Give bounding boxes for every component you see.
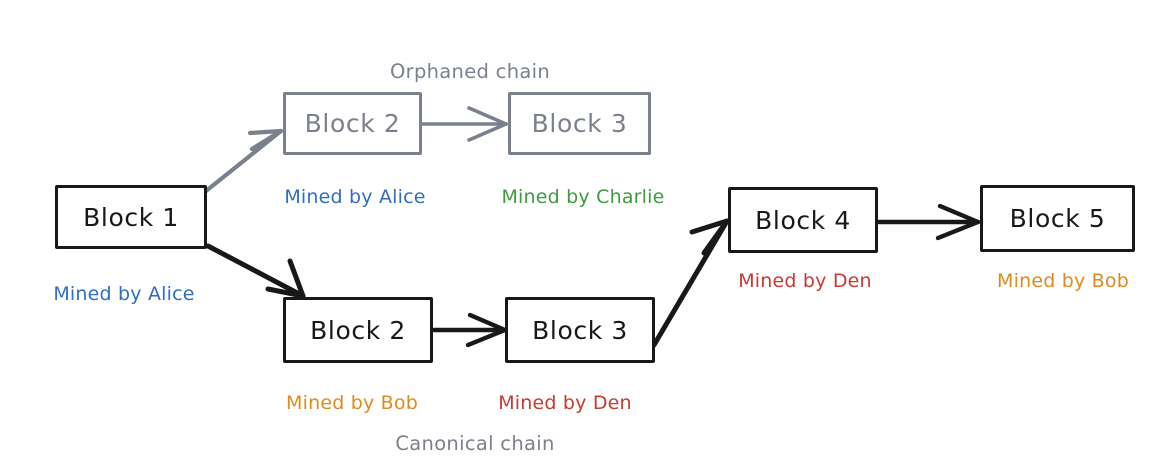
orphan-block-2-label: Block 2	[304, 109, 401, 138]
orphan-block-2[interactable]: Block 2	[283, 92, 422, 155]
block-3-label: Block 3	[532, 315, 628, 345]
canonical-chain-caption: Canonical chain	[395, 432, 555, 455]
block-3[interactable]: Block 3	[505, 297, 655, 363]
block-2[interactable]: Block 2	[283, 297, 433, 363]
miner-label-block-4: Mined by Den	[738, 270, 872, 292]
orphan-block-3-label: Block 3	[531, 109, 628, 138]
block-2-label: Block 2	[310, 315, 406, 345]
miner-label-orphan-block-3: Mined by Charlie	[501, 186, 665, 208]
block-1-label: Block 1	[83, 202, 179, 232]
arrow-block2-to-block3	[431, 312, 508, 348]
block-4-label: Block 4	[755, 205, 851, 235]
block-5-label: Block 5	[1009, 204, 1106, 233]
arrow-block1-to-orphan-block2	[203, 128, 284, 194]
block-1[interactable]: Block 1	[55, 185, 207, 249]
miner-label-block-3: Mined by Den	[498, 392, 632, 414]
block-5[interactable]: Block 5	[980, 185, 1135, 252]
arrow-block4-to-block5	[876, 203, 981, 241]
orphan-block-3[interactable]: Block 3	[508, 92, 651, 155]
miner-label-block-2: Mined by Bob	[286, 392, 418, 414]
arrow-block1-to-block2	[205, 243, 306, 299]
block-4[interactable]: Block 4	[728, 187, 878, 253]
arrow-block3-to-block4	[651, 218, 730, 348]
miner-label-orphan-block-2: Mined by Alice	[284, 186, 426, 208]
arrow-orphan-block2-to-orphan-block3	[421, 106, 508, 142]
miner-label-block-5: Mined by Bob	[997, 270, 1129, 292]
orphaned-chain-caption: Orphaned chain	[390, 60, 550, 83]
miner-label-block-1: Mined by Alice	[53, 283, 195, 305]
